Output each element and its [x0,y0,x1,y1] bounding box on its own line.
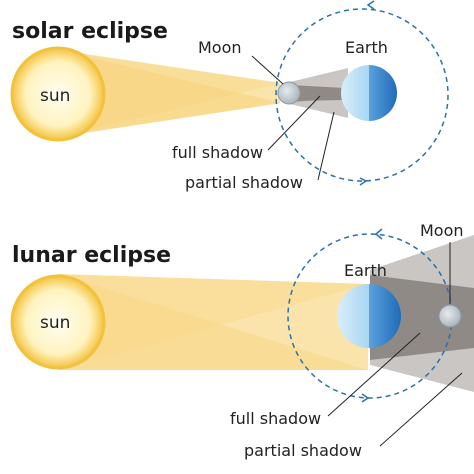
solar-eclipse-panel: solar eclipse sun Moon Earth full shadow… [10,0,449,192]
solar-full-shadow-core [290,85,345,101]
lunar-earth [337,284,401,348]
lunar-light-beam [58,274,368,370]
solar-moon [277,81,301,105]
solar-full-shadow-label: full shadow [172,143,263,162]
solar-full-shadow-pointer [267,95,321,151]
lunar-eclipse-panel: lunar eclipse sun Earth Moon full shadow… [10,221,474,460]
lunar-orbit-arrow-top [374,228,383,240]
solar-light-beam-inner-2 [58,50,282,137]
solar-orbit-arrow-bottom [359,177,368,186]
lunar-earth-label: Earth [344,261,387,280]
solar-orbit-arrow-top [366,0,375,10]
lunar-eclipse-title: lunar eclipse [12,243,171,268]
lunar-full-shadow [370,275,474,360]
lunar-full-shadow-pointer [327,332,421,417]
solar-earth [341,65,397,121]
lunar-sun [10,274,106,370]
solar-sun [10,46,106,142]
solar-moon-orbit [275,8,449,182]
lunar-full-shadow-label: full shadow [230,409,321,428]
solar-moon-label: Moon [198,38,242,57]
lunar-moon-label: Moon [420,221,464,240]
solar-partial-shadow-pointer [317,111,335,181]
solar-light-beam-inner [58,50,282,137]
lunar-moon [438,304,462,328]
solar-moon-pointer [251,55,284,85]
lunar-partial-shadow-label: partial shadow [244,441,362,460]
lunar-light-beam-inner [58,274,368,370]
lunar-sun-label: sun [40,313,70,333]
solar-earth-label: Earth [345,38,388,57]
lunar-orbit-arrow-bottom [361,393,370,403]
lunar-partial-shadow-pointer [379,372,463,447]
solar-sun-label: sun [40,86,70,106]
solar-eclipse-title: solar eclipse [12,19,168,44]
lunar-light-beam-inner-2 [58,274,368,370]
solar-partial-shadow-label: partial shadow [185,173,303,192]
